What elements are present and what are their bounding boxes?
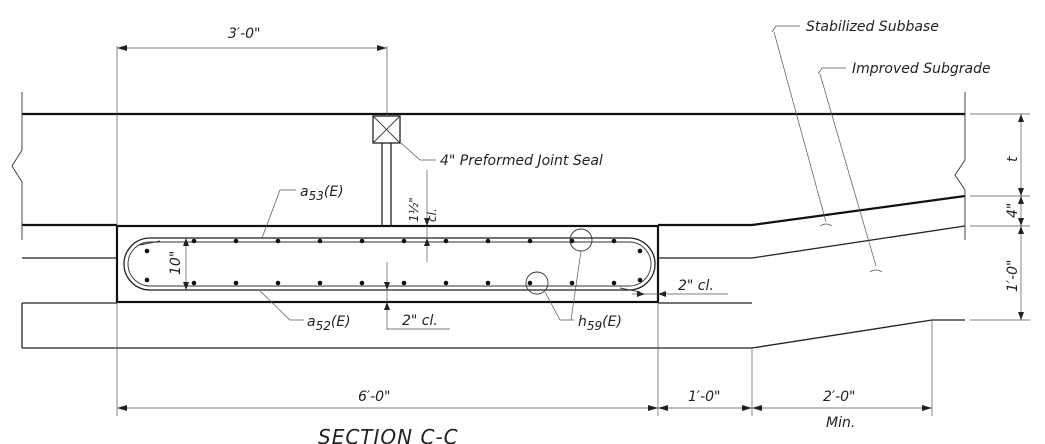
joint-seal-label: 4" Preformed Joint Seal xyxy=(440,153,603,169)
sleeper-slab xyxy=(115,224,660,304)
rebar-dot xyxy=(401,238,407,244)
pavement-slab xyxy=(22,112,966,227)
dimension-top-clear xyxy=(424,170,430,262)
subbase-layers xyxy=(21,225,966,349)
stabilized-subbase-label: Stabilized Subbase xyxy=(806,19,939,35)
rebar-dots-bottom xyxy=(191,280,617,286)
break-line-left xyxy=(11,92,23,240)
joint-seal xyxy=(372,46,401,226)
leader-stabilized-subbase xyxy=(771,25,833,227)
dim-4-label: 4" xyxy=(1005,203,1021,218)
dim-6ft-label: 6′-0" xyxy=(358,389,390,405)
rebar-dots-top xyxy=(191,238,617,244)
dimension-depth-10 xyxy=(183,238,189,290)
dimension-bottom-chain xyxy=(116,302,933,416)
clear-top-num: 1½" xyxy=(407,197,421,222)
dimension-right-vertical xyxy=(970,113,1030,321)
clear-side-label: 2" cl. xyxy=(678,278,714,294)
rebar-dot xyxy=(359,238,365,244)
break-line-right xyxy=(954,92,966,240)
rebar-dot xyxy=(485,280,491,286)
rebar-dot xyxy=(317,280,323,286)
rebar-dot xyxy=(443,280,449,286)
leader-joint-seal xyxy=(400,142,436,161)
rebar-dot xyxy=(569,238,575,244)
rebar-end-dots xyxy=(144,248,643,283)
rebar-dot xyxy=(485,238,491,244)
dimension-bottom-clear xyxy=(384,262,450,330)
dim-t-label: t xyxy=(1005,156,1021,162)
rebar-dot xyxy=(611,280,617,286)
clear-bottom-label: 2" cl. xyxy=(402,313,438,329)
rebar-dot xyxy=(401,280,407,286)
clear-top-unit: cl. xyxy=(425,208,439,222)
dim-min-label: Min. xyxy=(826,415,855,431)
rebar-dot xyxy=(527,238,533,244)
rebar-dot xyxy=(233,280,239,286)
rebar-loop xyxy=(123,237,656,293)
rebar-dot xyxy=(275,280,281,286)
dim-top-width: 3′-0" xyxy=(228,26,260,42)
dim-1ft-label: 1′-0" xyxy=(688,389,720,405)
improved-subgrade-label: Improved Subgrade xyxy=(852,61,991,77)
depth-10-label: 10" xyxy=(168,251,184,275)
bar-a53-label: a53(E) xyxy=(300,184,344,203)
leader-a52 xyxy=(259,290,304,321)
rebar-dot xyxy=(359,280,365,286)
dim-2ft-label: 2′-0" xyxy=(823,389,855,405)
rebar-dot xyxy=(443,238,449,244)
leader-h59 xyxy=(544,250,582,321)
rebar-dot xyxy=(275,238,281,244)
bar-h59-label: h59(E) xyxy=(578,314,622,333)
callout-circle-bottom xyxy=(525,271,549,295)
rebar-dot xyxy=(233,238,239,244)
bar-a52-label: a52(E) xyxy=(307,314,351,333)
rebar-dot xyxy=(191,280,197,286)
rebar-dot xyxy=(611,238,617,244)
section-title: SECTION C-C xyxy=(318,425,459,444)
dimension-3ft xyxy=(116,45,387,226)
rebar-dot xyxy=(317,238,323,244)
rebar-dot xyxy=(527,280,533,286)
leader-a53 xyxy=(261,189,296,239)
dimension-side-clear xyxy=(632,291,728,297)
rebar-dot xyxy=(191,238,197,244)
rebar-dot xyxy=(569,280,575,286)
dim-1ft-vert-label: 1′-0" xyxy=(1005,260,1021,292)
leader-improved-subgrade xyxy=(817,67,883,273)
